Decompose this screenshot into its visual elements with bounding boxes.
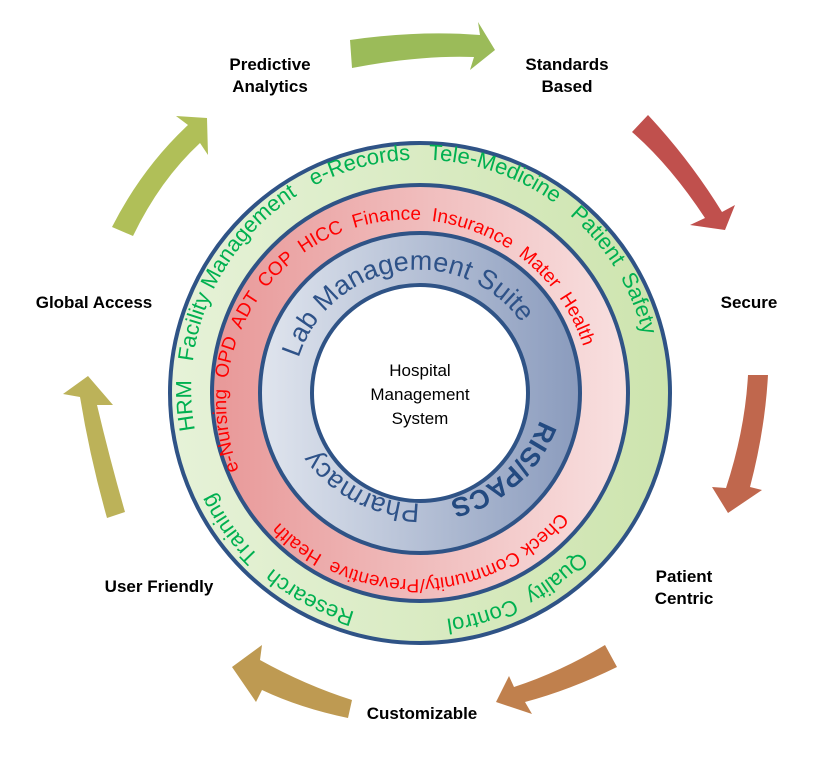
center-line-3: System <box>392 409 449 428</box>
arrow-patient-centric-to-customizable <box>496 645 617 714</box>
center-line-1: Hospital <box>389 361 450 380</box>
ring-stack <box>168 141 672 645</box>
label-predictive: Predictive <box>229 55 310 74</box>
cycle-labels: Predictive Analytics Standards Based Sec… <box>36 55 778 723</box>
center-circle <box>310 283 530 503</box>
arrow-secure-to-patient-centric <box>712 375 768 513</box>
label-customizable: Customizable <box>367 704 478 723</box>
arrow-predictive-to-standards <box>350 22 495 70</box>
label-based: Based <box>541 77 592 96</box>
arrow-customizable-to-user-friendly <box>232 645 352 718</box>
label-user-friendly: User Friendly <box>105 577 214 596</box>
center-title: Hospital Management System <box>370 361 470 428</box>
arrow-global-access-to-predictive <box>112 116 208 236</box>
label-centric: Centric <box>655 589 714 608</box>
label-patient: Patient <box>656 567 713 586</box>
center-line-2: Management <box>370 385 470 404</box>
label-secure: Secure <box>721 293 778 312</box>
arrow-user-friendly-to-global-access <box>63 376 125 518</box>
arrow-standards-to-secure <box>632 115 735 230</box>
label-analytics: Analytics <box>232 77 308 96</box>
label-standards: Standards <box>525 55 608 74</box>
cycle-arrows <box>63 22 768 718</box>
label-global-access: Global Access <box>36 293 153 312</box>
